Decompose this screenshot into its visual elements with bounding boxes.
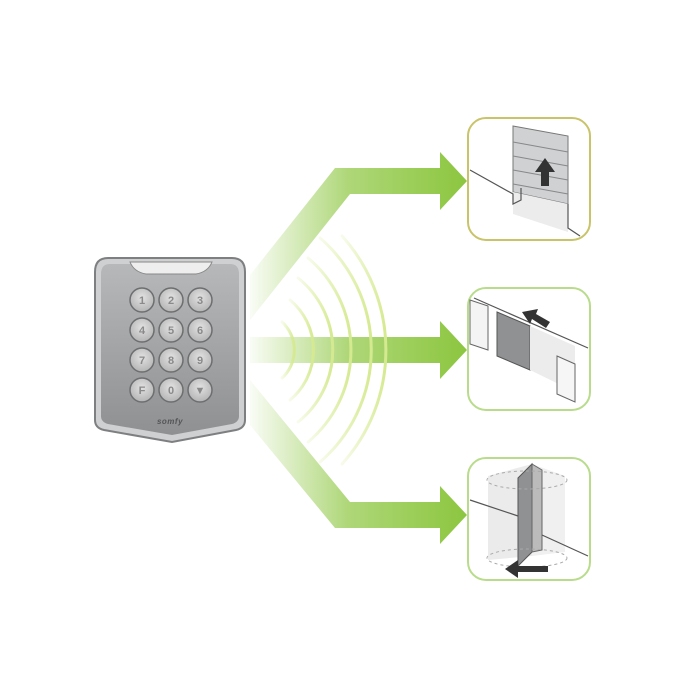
keypad-key-button[interactable] xyxy=(129,347,155,373)
keypad-key[interactable]: 8 xyxy=(158,347,184,373)
target-panel-swing-gate xyxy=(467,457,591,581)
keypad-key[interactable]: 9 xyxy=(187,347,213,373)
keypad-key-label: ▼ xyxy=(195,385,206,397)
keypad-key-label: 7 xyxy=(139,355,145,367)
keypad-key[interactable]: F xyxy=(129,377,155,403)
keypad-key[interactable]: 5 xyxy=(158,317,184,343)
keypad-key-button[interactable] xyxy=(158,317,184,343)
arrow-to-top-door xyxy=(250,152,467,320)
arrow-to-bottom-gate xyxy=(250,380,467,544)
keypad-key[interactable]: 0 xyxy=(158,377,184,403)
keypad-key-button[interactable] xyxy=(187,317,213,343)
rotate-arrow-icon xyxy=(505,560,548,578)
keypad-key[interactable]: 3 xyxy=(187,287,213,313)
target-panel-up-and-over-door xyxy=(467,117,591,241)
radio-waves xyxy=(280,234,388,466)
keypad-key-label: 6 xyxy=(197,325,203,337)
keypad-key[interactable]: 1 xyxy=(129,287,155,313)
keypad-key-label: 1 xyxy=(139,295,145,307)
keypad-key-button[interactable] xyxy=(158,377,184,403)
keypad-key[interactable]: 6 xyxy=(187,317,213,343)
keypad-key-label: 4 xyxy=(139,325,146,337)
keypad-key-label: 5 xyxy=(168,325,174,337)
status-light xyxy=(129,261,213,275)
keypad-key-button[interactable] xyxy=(158,347,184,373)
left-arrow-icon xyxy=(522,309,550,328)
keypad-key-label: 3 xyxy=(197,295,203,307)
target-panel-sliding-gate xyxy=(467,287,591,411)
keypad-key[interactable]: 2 xyxy=(158,287,184,313)
keypad-key-label: F xyxy=(139,385,146,397)
keypad-device: 1 2 3 4 5 6 7 8 9F 0 ▼ somfy xyxy=(94,257,246,444)
keypad-key-button[interactable] xyxy=(129,287,155,313)
keypad-key[interactable]: ▼ xyxy=(187,377,213,403)
arrow-to-middle-gate xyxy=(250,321,467,379)
keypad-key[interactable]: 7 xyxy=(129,347,155,373)
keypad-key-button[interactable] xyxy=(129,317,155,343)
keypad-key-label: 9 xyxy=(197,355,203,367)
brand-logo: somfy xyxy=(157,417,183,426)
keypad-key-button[interactable] xyxy=(187,287,213,313)
keypad-key-button[interactable] xyxy=(158,287,184,313)
keypad-key[interactable]: 4 xyxy=(129,317,155,343)
keypad-key-label: 8 xyxy=(168,355,174,367)
up-arrow-icon xyxy=(535,158,555,186)
keypad-key-label: 2 xyxy=(168,295,174,307)
keypad-key-button[interactable] xyxy=(187,347,213,373)
keypad-key-label: 0 xyxy=(168,385,174,397)
keypad-key-button[interactable] xyxy=(129,377,155,403)
keypad-key-button[interactable] xyxy=(187,377,213,403)
